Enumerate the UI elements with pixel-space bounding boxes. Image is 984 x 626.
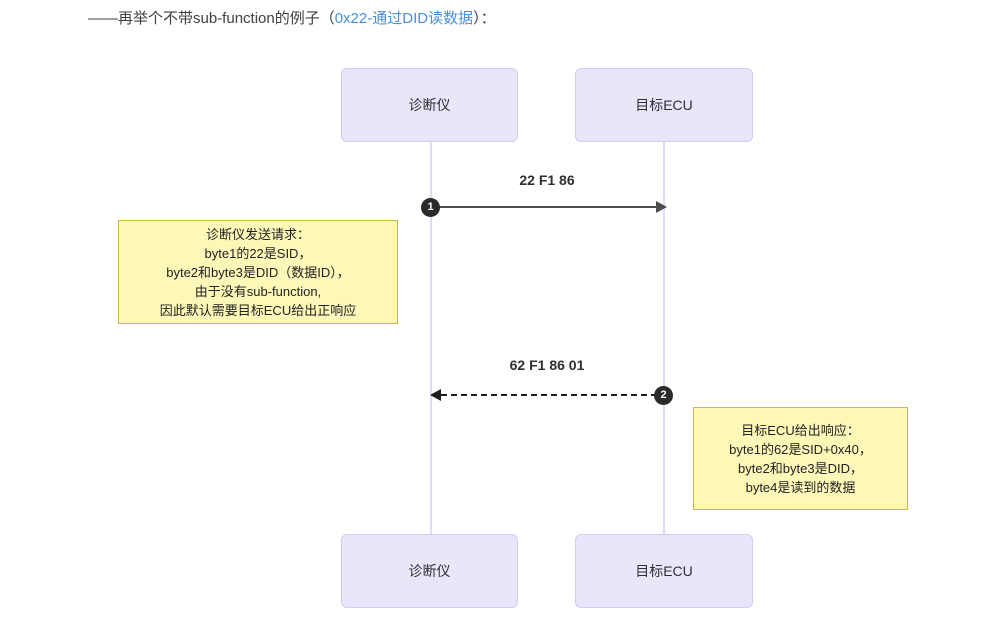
note-response-text: 目标ECU给出响应： byte1的62是SID+0x40， byte2和byte… [729,422,872,495]
actor-footer-tester[interactable]: 诊断仪 [341,534,518,608]
note-response: 目标ECU给出响应： byte1的62是SID+0x40， byte2和byte… [693,407,908,510]
note-request-text: 诊断仪发送请求： byte1的22是SID， byte2和byte3是DID（数… [159,226,357,318]
actor-footer-ecu-label: 目标ECU [635,563,693,579]
note-request: 诊断仪发送请求： byte1的22是SID， byte2和byte3是DID（数… [118,220,398,324]
message-2-arrowhead [430,389,441,401]
caption-suffix: ）： [473,10,496,27]
actor-footer-ecu[interactable]: 目标ECU [575,534,753,608]
message-2-line [441,394,657,396]
lifeline-ecu [663,142,665,538]
caption-link[interactable]: 0x22-通过DID读数据 [334,10,474,27]
message-1-sequence-badge: 1 [421,198,440,217]
message-1-arrowhead [656,201,667,213]
actor-footer-tester-label: 诊断仪 [408,563,451,579]
caption-prefix: ——再举个不带sub-function的例子（ [88,10,335,27]
message-1-line [436,206,659,208]
actor-header-ecu[interactable]: 目标ECU [575,68,753,142]
actor-header-tester[interactable]: 诊断仪 [341,68,518,142]
message-1-label: 22 F1 86 [519,172,575,188]
message-2-sequence-badge: 2 [654,386,673,405]
lifeline-tester [430,142,432,538]
actor-header-ecu-label: 目标ECU [635,97,693,113]
message-2-label: 62 F1 86 01 [509,357,585,373]
actor-header-tester-label: 诊断仪 [408,97,451,113]
page-caption: ——再举个不带sub-function的例子（0x22-通过DID读数据）： [88,8,496,30]
